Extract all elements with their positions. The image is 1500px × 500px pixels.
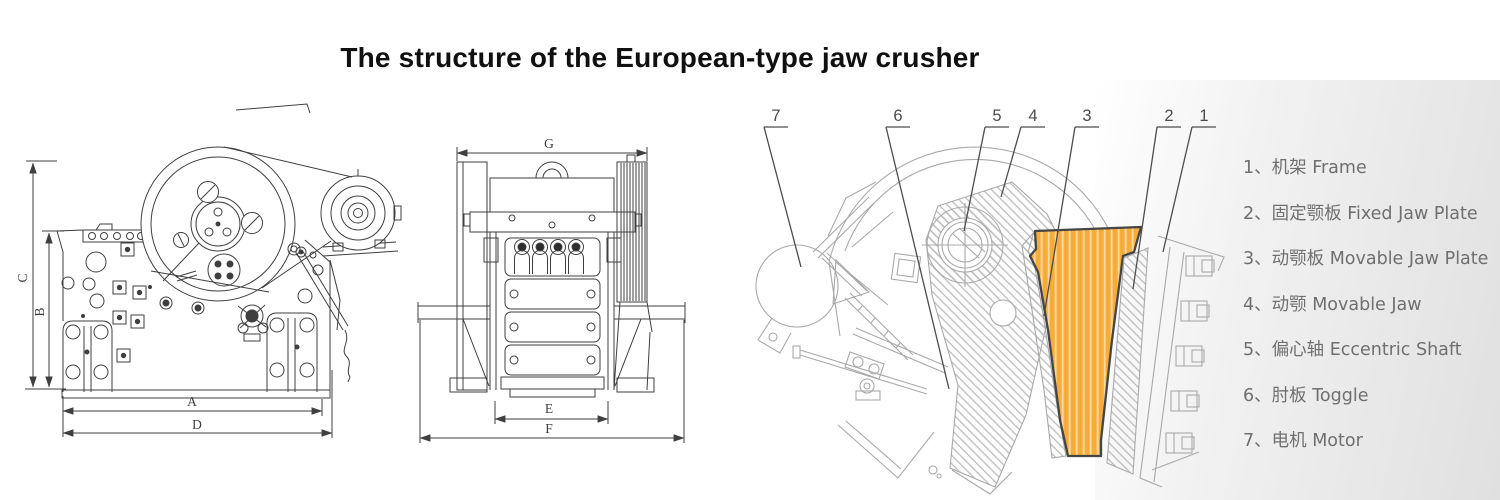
dimension-c [26,160,57,388]
dim-label-c: C [15,273,30,282]
callout-2: 2 [1164,107,1173,125]
jaw-body-hole [989,299,1017,327]
dim-label-b: B [32,307,47,316]
top-plate-bolts [88,232,145,240]
fixed-jaw-plate-strip [1106,247,1149,475]
grooved-flywheel-edge [613,154,653,391]
dimension-g [456,147,648,161]
toggle-mechanism [792,252,1013,495]
left-foot [62,320,113,392]
dim-label-g: G [544,136,554,151]
dim-label-d: D [192,417,202,432]
callout-3: 3 [1082,107,1091,125]
parts-legend: 1、机架 Frame 2、固定颚板 Fixed Jaw Plate 3、动颚板 … [1243,158,1488,453]
legend-item-movable-jaw: 4、动颚 Movable Jaw [1243,294,1422,315]
guard-edge-line [235,103,311,114]
legend-item-fixed-jaw-plate: 2、固定颚板 Fixed Jaw Plate [1243,203,1478,224]
section-flywheel-arcs [828,146,1111,263]
page-title: The structure of the European-type jaw c… [340,42,980,73]
callout-1: 1 [1199,107,1208,125]
bolt-row-panel [504,237,601,277]
top-cover-lifting-eye [489,161,615,213]
tension-rod [287,242,351,383]
callout-5: 5 [992,107,1001,125]
section-belt [812,196,875,259]
crushing-chamber [1028,225,1143,458]
callout-6: 6 [893,107,902,125]
dimension-d [62,370,333,438]
outrigger-arms [417,302,686,393]
legend-background-panel [1095,80,1500,500]
section-frame-sketch [827,181,922,337]
section-frame-right [1139,235,1225,488]
frame-bolt-pads [61,242,324,363]
legend-item-toggle: 6、肘板 Toggle [1243,385,1369,406]
dimension-f [419,320,685,443]
bearing-plate [463,211,642,390]
section-view-drawing: 7 6 5 4 3 2 1 [755,107,1225,495]
eccentric-cluster [237,304,269,342]
dimension-e [494,401,609,424]
flywheel [140,146,296,302]
dim-label-f: F [545,421,553,436]
callout-7: 7 [771,107,780,125]
legend-item-eccentric-shaft: 5、偏心轴 Eccentric Shaft [1243,340,1462,360]
side-plates [456,161,488,391]
dim-label-a: A [187,394,197,409]
callout-4: 4 [1028,107,1037,125]
front-view-drawing: G E F [417,136,686,443]
jaw-plate-stack [500,278,605,398]
dim-label-e: E [545,401,553,416]
drive-belt [223,146,353,289]
motor-pulley [320,169,402,252]
legend-item-motor: 7、电机 Motor [1243,431,1363,451]
section-motor [755,244,839,354]
legend-item-frame: 1、机架 Frame [1243,158,1367,178]
side-view-drawing: C B A D [15,103,402,438]
callout-leaders [763,126,1216,390]
right-foot [266,312,318,392]
eccentric-shaft [922,203,1008,287]
legend-item-movable-jaw-plate: 3、动颚板 Movable Jaw Plate [1243,249,1489,269]
